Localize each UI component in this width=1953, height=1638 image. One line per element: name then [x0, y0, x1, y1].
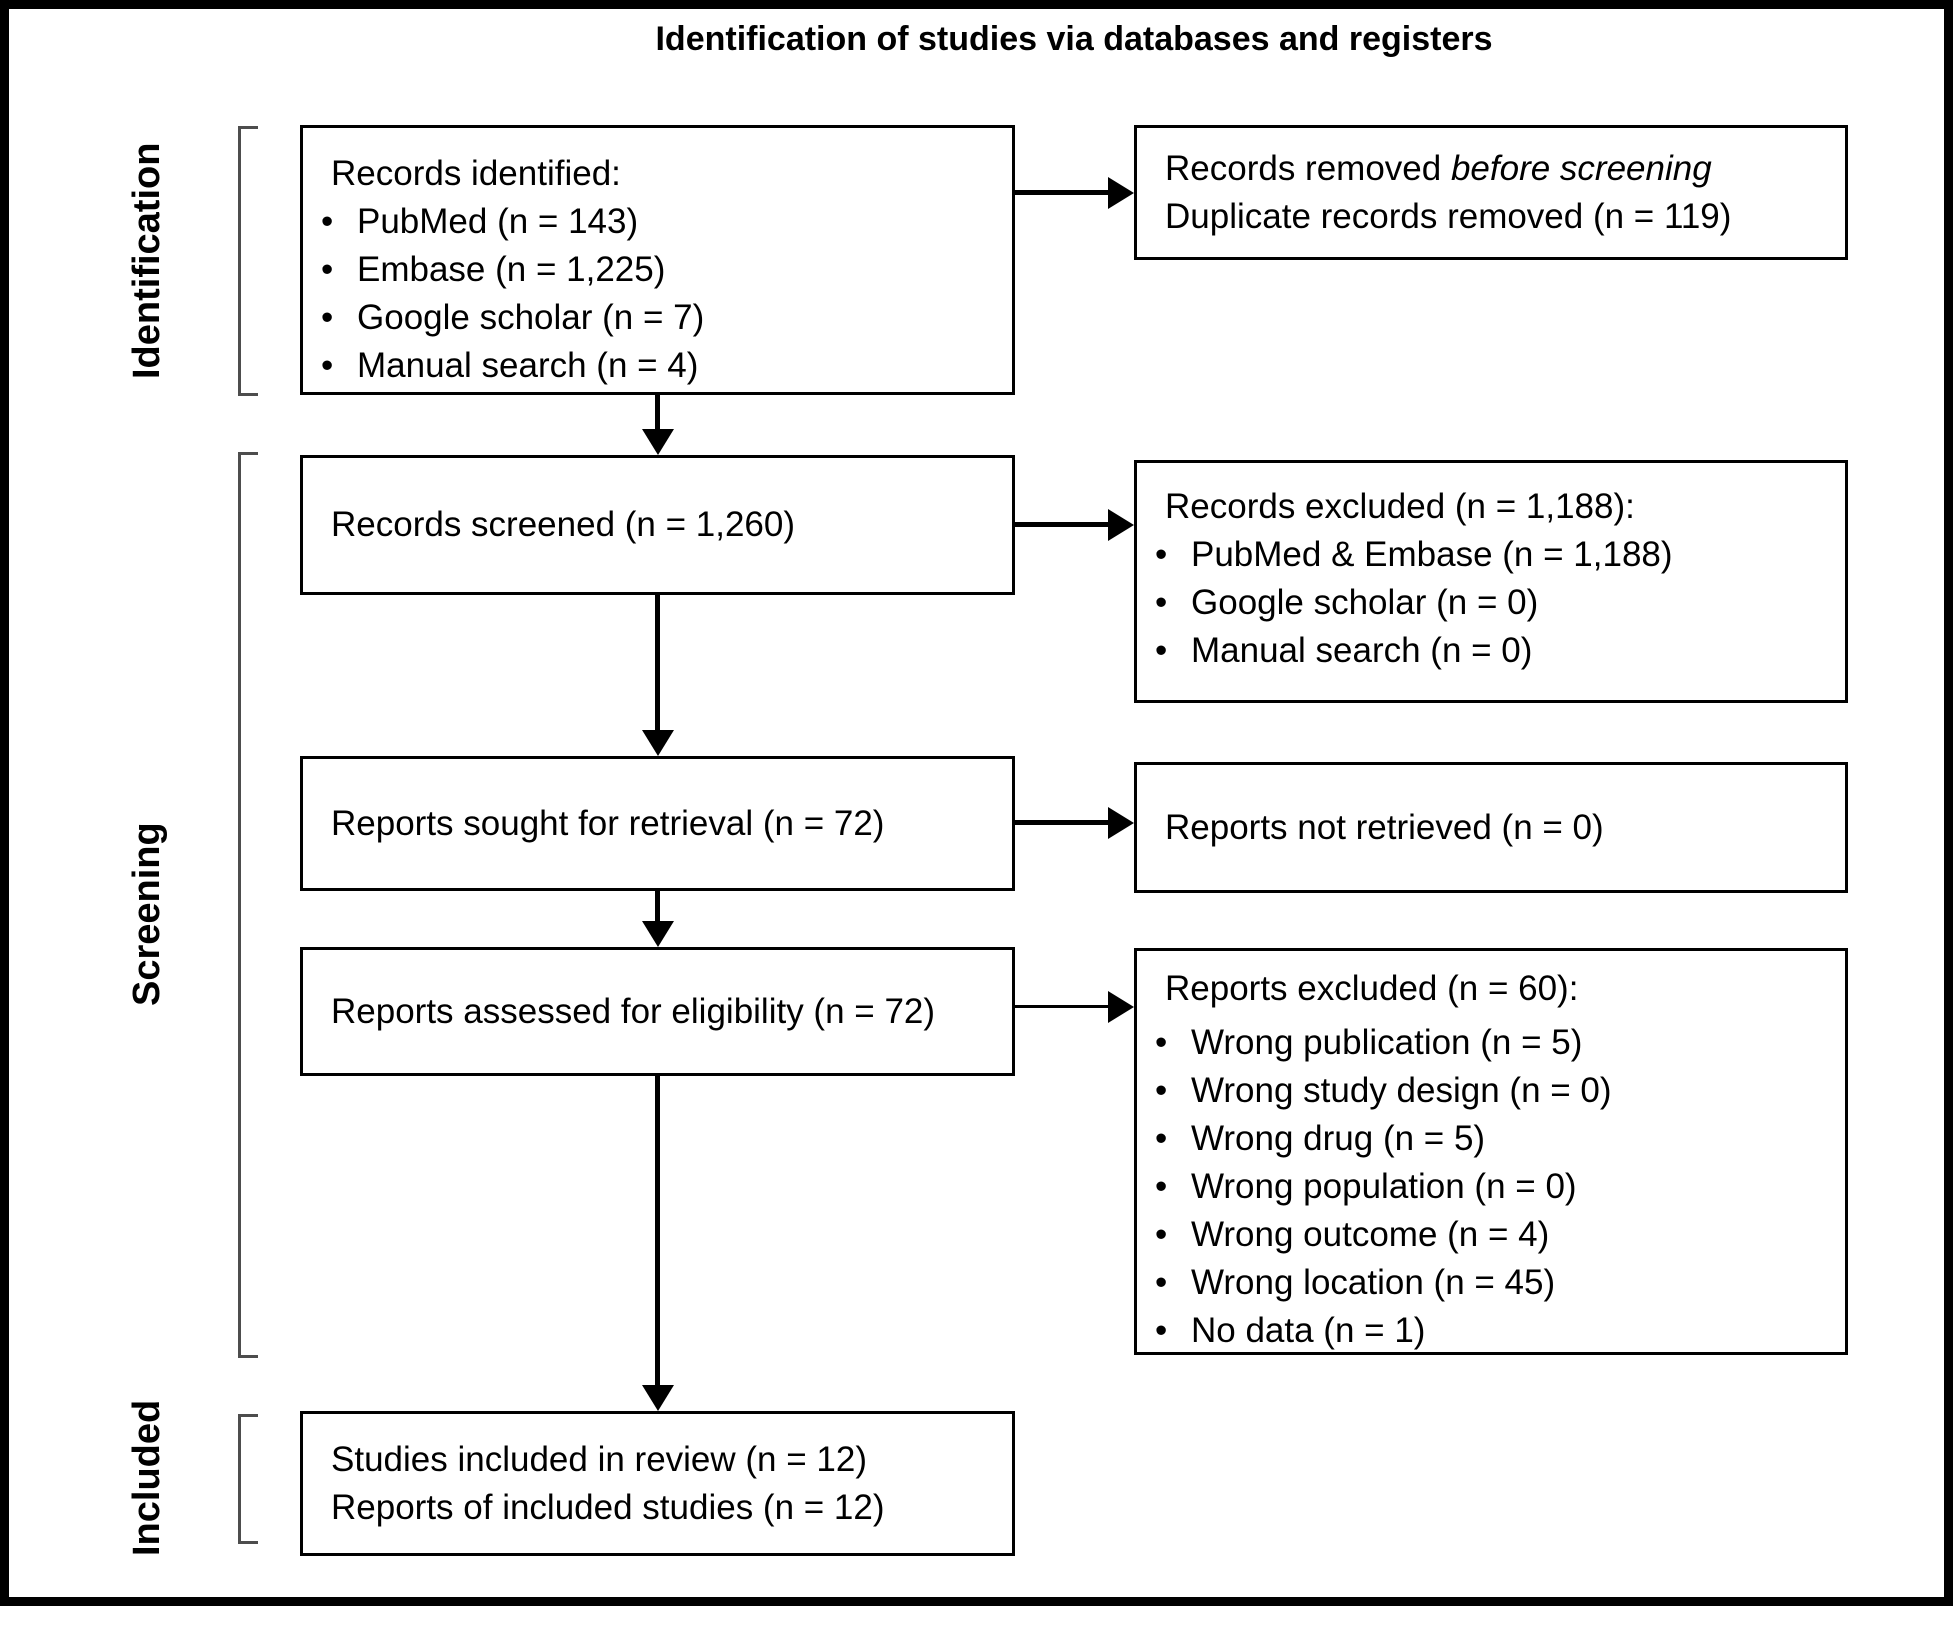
reports-sought-text: Reports sought for retrieval (n = 72): [331, 803, 885, 843]
records-screened-box: Records screened (n = 1,260): [300, 455, 1015, 595]
arrow-shaft: [1014, 190, 1108, 195]
studies-included-box: Studies included in review (n = 12) Repo…: [300, 1411, 1015, 1556]
arrow-shaft: [1014, 820, 1108, 825]
arrow-head-down-icon: [642, 429, 674, 455]
records-excluded-list: PubMed & Embase (n = 1,188) Google schol…: [1155, 531, 1833, 675]
arrow-identified-to-removed-icon: [1014, 177, 1134, 209]
studies-included-line2: Reports of included studies (n = 12): [331, 1487, 885, 1527]
arrow-head-down-icon: [642, 730, 674, 756]
list-item: Wrong outcome (n = 4): [1155, 1211, 1833, 1259]
arrow-shaft: [655, 1075, 660, 1385]
arrow-identified-to-screened-icon: [642, 395, 674, 455]
list-item: PubMed (n = 143): [321, 198, 996, 246]
arrow-head-down-icon: [642, 1385, 674, 1411]
records-removed-line1-italic: before screening: [1450, 148, 1712, 188]
records-screened-text: Records screened (n = 1,260): [331, 505, 796, 544]
arrow-head-down-icon: [642, 921, 674, 947]
reports-not-retrieved-box: Reports not retrieved (n = 0): [1134, 762, 1848, 893]
included-bracket: [238, 1414, 258, 1544]
reports-excluded-box: Reports excluded (n = 60): Wrong publica…: [1134, 948, 1848, 1355]
records-identified-list: PubMed (n = 143) Embase (n = 1,225) Goog…: [321, 198, 996, 390]
studies-included-line1: Studies included in review (n = 12): [331, 1439, 867, 1479]
arrow-screened-to-excluded-icon: [1014, 509, 1134, 541]
list-item: Wrong location (n = 45): [1155, 1259, 1833, 1307]
diagram-title: Identification of studies via databases …: [655, 20, 1493, 58]
list-item: Embase (n = 1,225): [321, 246, 996, 294]
arrow-shaft: [655, 890, 660, 921]
arrow-head-right-icon: [1108, 991, 1134, 1023]
list-item: Manual search (n = 0): [1155, 627, 1833, 675]
reports-excluded-heading: Reports excluded (n = 60):: [1165, 969, 1579, 1008]
reports-not-retrieved-text: Reports not retrieved (n = 0): [1165, 807, 1604, 847]
arrow-shaft: [655, 395, 660, 429]
arrow-shaft: [655, 595, 660, 730]
arrow-head-right-icon: [1108, 807, 1134, 839]
arrow-head-right-icon: [1108, 509, 1134, 541]
records-excluded-box: Records excluded (n = 1,188): PubMed & E…: [1134, 460, 1848, 703]
reports-assessed-box: Reports assessed for eligibility (n = 72…: [300, 947, 1015, 1076]
records-identified-heading: Records identified:: [331, 154, 621, 193]
screening-bracket: [238, 452, 258, 1358]
arrow-assessed-to-included-icon: [642, 1075, 674, 1411]
arrow-sought-to-assessed-icon: [642, 890, 674, 947]
records-removed-box: Records removed before screening Duplica…: [1134, 125, 1848, 260]
list-item: Manual search (n = 4): [321, 342, 996, 390]
identification-bracket: [238, 126, 258, 396]
stage-label-included: Included: [126, 1399, 168, 1557]
list-item: Google scholar (n = 7): [321, 294, 996, 342]
arrow-shaft: [1014, 1005, 1108, 1008]
list-item: Wrong population (n = 0): [1155, 1163, 1833, 1211]
stage-label-identification: Identification: [126, 142, 168, 380]
stage-label-screening: Screening: [126, 822, 168, 1006]
list-item: Wrong study design (n = 0): [1155, 1067, 1833, 1115]
list-item: PubMed & Embase (n = 1,188): [1155, 531, 1833, 579]
records-removed-line2: Duplicate records removed (n = 119): [1165, 196, 1732, 236]
reports-assessed-text: Reports assessed for eligibility (n = 72…: [331, 991, 936, 1031]
records-identified-box: Records identified: PubMed (n = 143) Emb…: [300, 125, 1015, 395]
list-item: Google scholar (n = 0): [1155, 579, 1833, 627]
reports-excluded-list: Wrong publication (n = 5) Wrong study de…: [1155, 1019, 1833, 1355]
list-item: No data (n = 1): [1155, 1307, 1833, 1355]
arrow-shaft: [1014, 522, 1108, 527]
arrow-head-right-icon: [1108, 177, 1134, 209]
arrow-screened-to-sought-icon: [642, 595, 674, 756]
reports-sought-box: Reports sought for retrieval (n = 72): [300, 756, 1015, 891]
list-item: Wrong publication (n = 5): [1155, 1019, 1833, 1067]
arrow-assessed-to-excluded-icon: [1014, 991, 1134, 1023]
records-excluded-heading: Records excluded (n = 1,188):: [1165, 487, 1635, 526]
records-removed-line1: Records removed before screening: [1165, 145, 1835, 193]
records-removed-line1-normal: Records removed: [1165, 148, 1451, 188]
list-item: Wrong drug (n = 5): [1155, 1115, 1833, 1163]
arrow-sought-to-not-retrieved-icon: [1014, 807, 1134, 839]
